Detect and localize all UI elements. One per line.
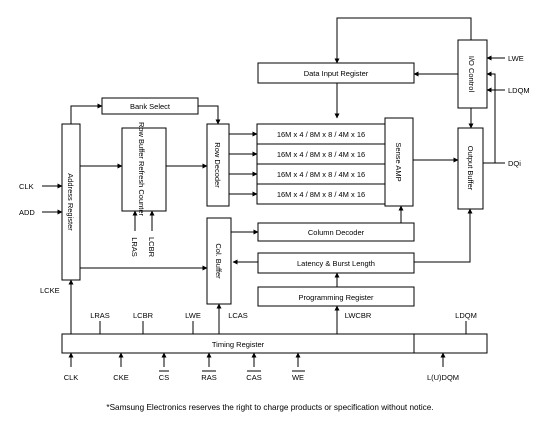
address-register-block: Address Register	[61, 123, 81, 281]
programming-register-label: Programming Register	[298, 293, 374, 302]
data-input-register-block: Data Input Register	[257, 62, 415, 84]
bank-select-block: Bank Select	[101, 97, 199, 115]
clk-input-label: CLK	[64, 373, 79, 382]
io-control-label: I/O Control	[467, 56, 476, 93]
lcbr-signal-label: LCBR	[133, 311, 154, 320]
cas-input-label: CAS	[246, 373, 261, 382]
lwcbr-signal-label: LWCBR	[345, 311, 372, 320]
output-buffer-label: Output Buffer	[466, 146, 475, 191]
programming-register-block: Programming Register	[257, 286, 415, 307]
col-buffer-label: Col. Buffer	[214, 243, 223, 279]
lras-counter-label: LRAS	[130, 237, 139, 257]
row-buffer-refresh-counter-label: Row Buffer Refresh Counter	[137, 122, 146, 217]
cke-input-label: CKE	[113, 373, 128, 382]
row-decoder-block: Row Decoder	[206, 123, 230, 207]
sense-amp-block: Sense AMP	[384, 117, 414, 207]
connections	[42, 17, 505, 367]
footnote: *Samsung Electronics reserves the right …	[106, 403, 433, 412]
bank-select-label: Bank Select	[130, 102, 171, 111]
lcas-signal-label: LCAS	[228, 311, 248, 320]
lwe-io-signal-label: LWE	[508, 54, 524, 63]
address-register-label: Address Register	[66, 173, 75, 231]
output-buffer-block: Output Buffer	[457, 127, 484, 210]
ras-input-label: RAS	[201, 373, 216, 382]
lcbr-counter-label: LCBR	[147, 237, 156, 258]
memory-array-row: 16M x 4 / 8M x 8 / 4M x 16	[277, 150, 365, 159]
cs-input-label: CS	[159, 373, 169, 382]
lcke-signal-label: LCKE	[40, 286, 60, 295]
lwe-signal-label: LWE	[185, 311, 201, 320]
latency-burst-length-label: Latency & Burst Length	[297, 259, 375, 268]
ldqm-signal-label: LDQM	[455, 311, 477, 320]
row-decoder-label: Row Decoder	[213, 142, 222, 188]
signal-labels: CLK ADD LCKE LRAS LCBR LRAS LCBR LWE LCA…	[19, 54, 530, 320]
io-control-block: I/O Control	[457, 39, 488, 109]
col-buffer-block: Col. Buffer	[206, 217, 232, 305]
ludqm-input-label: L(U)DQM	[427, 373, 459, 382]
lras-signal-label: LRAS	[90, 311, 110, 320]
timing-inputs: CLK CKE CS RAS CAS WE L(U)DQM	[64, 370, 459, 382]
column-decoder-block: Column Decoder	[257, 222, 415, 242]
timing-register-block: Timing Register	[61, 333, 488, 354]
row-buffer-refresh-counter-block: Row Buffer Refresh Counter	[121, 122, 167, 217]
ldqm-io-signal-label: LDQM	[508, 86, 530, 95]
we-input-label: WE	[292, 373, 304, 382]
sense-amp-label: Sense AMP	[394, 142, 403, 181]
latency-burst-length-block: Latency & Burst Length	[257, 252, 415, 274]
column-decoder-label: Column Decoder	[308, 228, 365, 237]
memory-array-row: 16M x 4 / 8M x 8 / 4M x 16	[277, 170, 365, 179]
dqi-signal-label: DQi	[508, 159, 521, 168]
memory-array-row: 16M x 4 / 8M x 8 / 4M x 16	[277, 130, 365, 139]
memory-array-block: 16M x 4 / 8M x 8 / 4M x 16 16M x 4 / 8M …	[256, 123, 386, 205]
add-signal-label: ADD	[19, 208, 35, 217]
data-input-register-label: Data Input Register	[304, 69, 369, 78]
memory-array-row: 16M x 4 / 8M x 8 / 4M x 16	[277, 190, 365, 199]
timing-register-label: Timing Register	[212, 340, 265, 349]
clk-signal-label: CLK	[19, 182, 34, 191]
